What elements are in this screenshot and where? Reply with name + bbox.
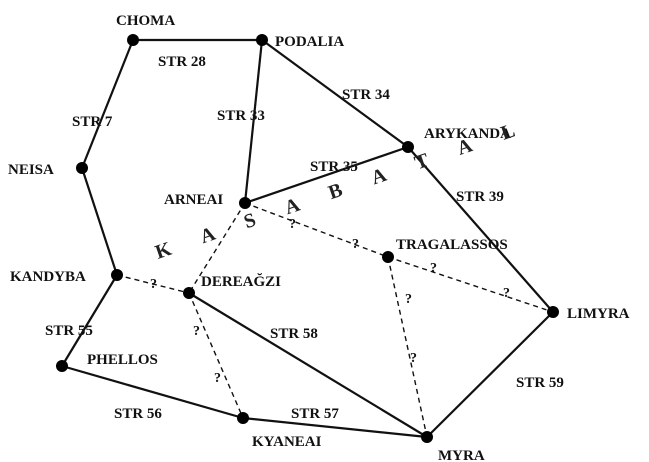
node-neisa [76,162,88,174]
label-choma: CHOMA [116,13,175,29]
node-arykanda [402,141,414,153]
node-arneai [239,197,251,209]
node-podalia [256,34,268,46]
label-neisa: NEISA [8,162,54,178]
node-choma [127,34,139,46]
label-arykanda: ARYKANDA [424,126,511,142]
label-myra: MYRA [438,448,485,462]
uncertain-mark: ? [289,217,296,232]
road-label-str57: STR 57 [291,406,339,422]
uncertain-mark: ? [503,286,510,301]
uncertain-mark: ? [405,292,412,307]
road-kandyba-phellos [60,273,119,368]
road-label-str28: STR 28 [158,54,206,70]
road-label-str59: STR 59 [516,375,564,391]
road-label-str34: STR 34 [342,87,390,103]
node-phellos [56,360,68,372]
label-tragalassos: TRAGALASSOS [396,237,508,253]
node-tragalassos [382,251,394,263]
node-kandyba [111,269,123,281]
road-label-str58: STR 58 [270,326,318,342]
road-label-str33: STR 33 [217,108,265,124]
label-limyra: LIMYRA [567,306,630,322]
uncertain-mark: ? [193,324,200,339]
uncertain-mark: ? [214,371,221,386]
route-tragalassos-limyra [387,256,554,313]
road-label-str56: STR 56 [114,406,162,422]
road-phellos-kyaneai [60,364,245,420]
route-dereagzi-kyaneai [188,292,244,419]
label-phellos: PHELLOS [87,352,158,368]
road-label-str7: STR 7 [72,114,113,130]
node-myra [421,431,433,443]
road-limyra-myra [425,310,555,439]
road-label-str35: STR 35 [310,159,358,175]
road-label-str39: STR 39 [456,189,504,205]
route-tragalassos-myra [387,256,428,438]
road-podalia-arykanda [260,38,410,149]
uncertain-mark: ? [410,351,417,366]
label-arneai: ARNEAI [164,192,223,208]
uncertain-mark: ? [352,237,359,252]
road-label-str55: STR 55 [45,323,93,339]
road-arneai-arykanda [243,145,410,205]
node-limyra [547,306,559,318]
label-dereagzi: DEREAĞZI [201,273,281,290]
route-kandyba-dereagzi [116,274,190,294]
node-kyaneai [237,412,249,424]
label-kandyba: KANDYBA [10,269,86,285]
label-kyaneai: KYANEAI [252,434,322,450]
label-podalia: PODALIA [275,34,344,50]
uncertain-mark: ? [430,261,437,276]
route-arneai-tragalassos [244,202,389,258]
road-choma-neisa [80,38,135,170]
road-kyaneai-myra [241,416,429,439]
node-dereagzi [183,287,195,299]
road-dereagzi-myra [187,291,429,439]
uncertain-mark: ? [150,277,157,292]
road-neisa-kandyba [80,166,119,277]
road-arykanda-limyra [406,145,555,314]
road-podalia-arneai [243,38,264,205]
